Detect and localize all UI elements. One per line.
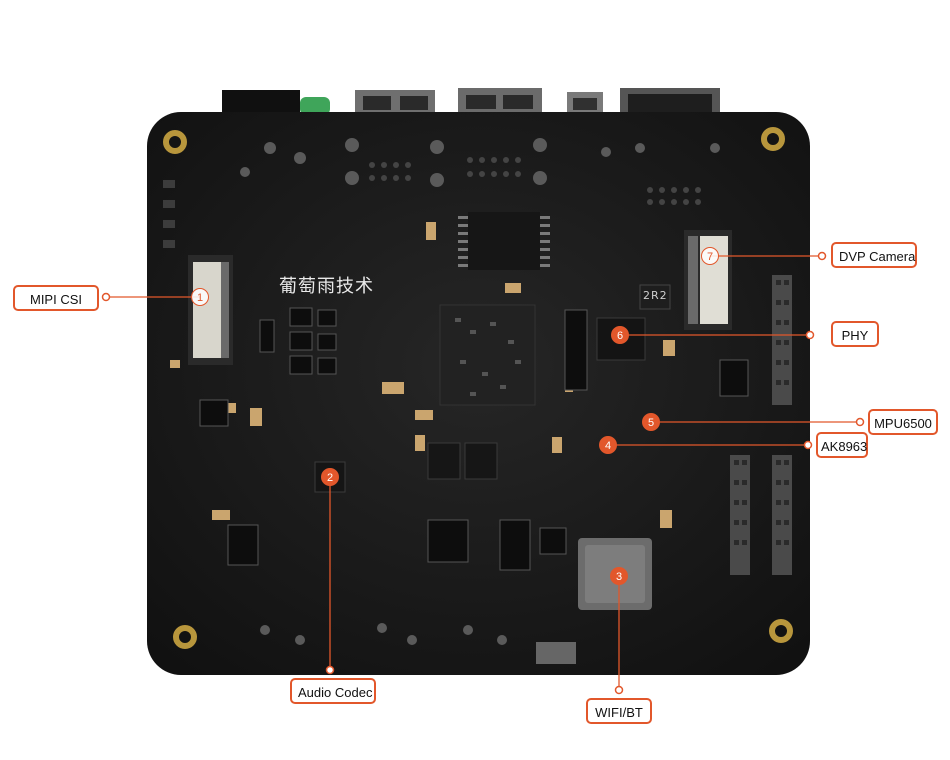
central-soc-area [439, 304, 536, 406]
bottom-edge [260, 623, 576, 664]
mounting-holes [163, 127, 793, 649]
mipi-csi-connector [188, 255, 233, 365]
callout-leaders [106, 255, 860, 690]
label-wifi-bt: WIFI/BT [586, 698, 652, 724]
marker-4: 4 [599, 436, 617, 454]
top-ic [458, 212, 550, 270]
label-audio-codec: Audio Codec [290, 678, 376, 704]
marker-5: 5 [642, 413, 660, 431]
marker-3: 3 [610, 567, 628, 585]
marker-2: 2 [321, 468, 339, 486]
component-clusters [199, 307, 749, 571]
dvp-camera-connector [684, 230, 732, 330]
label-phy: PHY [831, 321, 879, 347]
label-dvp-camera: DVP Camera [831, 242, 917, 268]
left-side-pads [163, 180, 175, 248]
marker-1: 1 [191, 288, 209, 306]
marker-6: 6 [611, 326, 629, 344]
board-silkscreen-text: 葡萄雨技术 [279, 276, 374, 297]
label-mipi-csi: MIPI CSI [13, 285, 99, 311]
label-mpu6500: MPU6500 [868, 409, 938, 435]
label-ak8963: AK8963 [816, 432, 868, 458]
via-grid [369, 157, 701, 205]
inductor-marking: 2R2 [643, 289, 668, 302]
through-hole-pads [240, 138, 720, 187]
marker-7: 7 [701, 247, 719, 265]
callout-endpoints [101, 251, 865, 695]
